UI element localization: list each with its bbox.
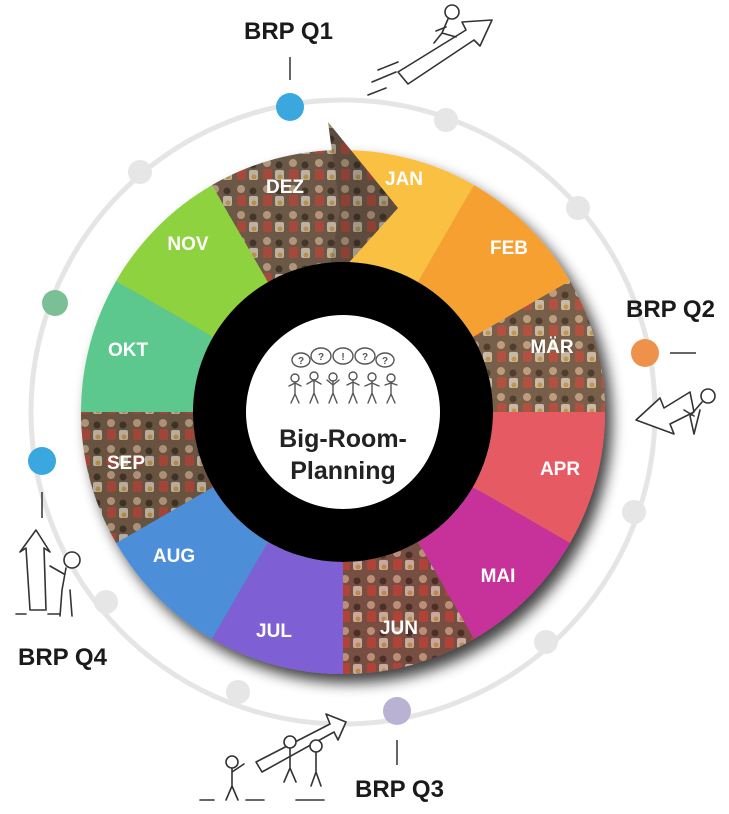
svg-text:!: ! [341, 352, 344, 363]
team-discussion-icon: ?? !?? [288, 347, 398, 404]
month-label-okt: OKT [108, 340, 149, 361]
outer-track-dots [94, 108, 646, 704]
month-label-jan: JAN [385, 169, 423, 190]
month-label-jul: JUL [256, 621, 292, 642]
month-label-feb: FEB [490, 238, 528, 259]
track-dot [534, 630, 558, 654]
month-sector-nov [116, 185, 268, 337]
month-label-jun: JUN [380, 618, 418, 639]
month-sector-aug [116, 487, 268, 639]
center-white-circle [246, 315, 440, 509]
month-label-dez: DEZ [266, 177, 304, 198]
month-sector-feb [418, 185, 570, 337]
track-dot [566, 196, 590, 220]
track-dot [434, 108, 458, 132]
quarter-label-q1: BRP Q1 [244, 18, 333, 45]
month-photo-tint-jun [343, 541, 474, 674]
quarter-label-q4: BRP Q4 [18, 644, 107, 671]
push-arrow-sketch-icon [635, 388, 716, 435]
q4-dot [28, 447, 56, 475]
carry-arrow-sketch-icon [199, 713, 347, 801]
track-dot [622, 500, 646, 524]
month-photo-tint-dez [212, 150, 343, 283]
center-title-line2: Planning [290, 457, 396, 485]
month-label-mär: MÄR [530, 337, 574, 358]
quarter-label-q3: BRP Q3 [355, 776, 444, 803]
month-sector-apr [472, 412, 605, 543]
track-dot [128, 160, 152, 184]
month-photo-tint-mär [472, 281, 605, 412]
q3-dot [383, 697, 411, 725]
month-labels: JAN FEB MÄR APR MAI JUN JUL AUG SEP OKT NOV DEZ [107, 169, 580, 642]
rocket-arrow-sketch-icon [367, 4, 493, 96]
year-start-arrow-tint [326, 122, 398, 288]
q1-dot [276, 93, 304, 121]
svg-text:?: ? [298, 356, 304, 367]
svg-text:?: ? [318, 352, 324, 363]
q2-dot [631, 339, 659, 367]
month-label-nov: NOV [167, 234, 209, 255]
lift-arrow-sketch-icon [15, 529, 81, 617]
quarter-label-q2: BRP Q2 [626, 296, 715, 323]
okt-marker-dot [42, 290, 68, 316]
center-title-line1: Big-Room- [279, 425, 407, 453]
svg-text:?: ? [382, 356, 388, 367]
month-label-apr: APR [540, 459, 580, 480]
month-photo-tint-sep [81, 412, 214, 543]
svg-text:?: ? [362, 352, 368, 363]
month-label-mai: MAI [481, 566, 516, 587]
month-sector-okt [81, 281, 214, 412]
month-label-aug: AUG [153, 546, 195, 567]
track-dot [94, 590, 118, 614]
month-sector-jul [212, 541, 343, 674]
year-start-arrow [326, 122, 398, 288]
month-sector-mai [418, 487, 570, 639]
start-arrow-layer [326, 122, 398, 288]
month-label-sep: SEP [107, 453, 145, 474]
track-dot [226, 680, 250, 704]
